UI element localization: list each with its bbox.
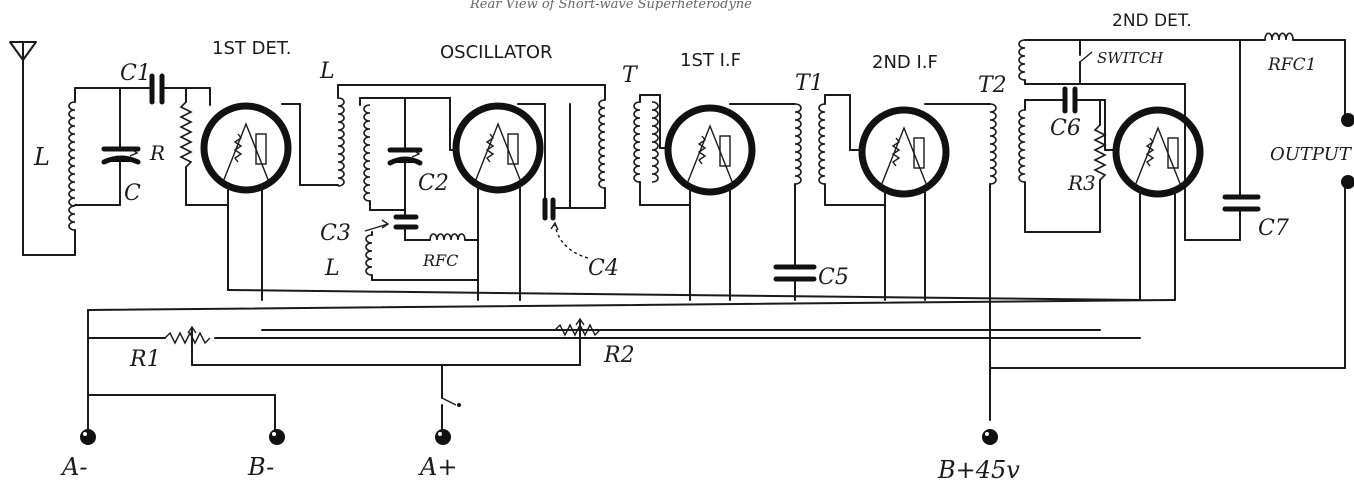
label-output: OUTPUT xyxy=(1270,144,1353,165)
label-b-plus: B+45v xyxy=(937,456,1020,481)
antenna-coil-l xyxy=(68,101,76,231)
label-r2: R2 xyxy=(603,343,635,368)
rf-choke-rfc xyxy=(429,233,466,241)
label-a-plus: A+ xyxy=(418,453,457,481)
terminal-b-minus xyxy=(269,429,285,445)
if-transformer-t1-secondary xyxy=(818,103,826,185)
label-oscillator: OSCILLATOR xyxy=(440,42,553,63)
label-c4: C4 xyxy=(588,256,619,281)
antenna-symbol xyxy=(9,41,37,256)
tube-second-detector xyxy=(1112,106,1204,198)
label-r: R xyxy=(149,141,165,165)
oscillator-tickler-coil-l xyxy=(365,234,373,276)
terminal-a-minus xyxy=(80,429,96,445)
label-r3: R3 xyxy=(1067,171,1096,195)
label-c: C xyxy=(124,181,141,206)
label-rfc1: RFC1 xyxy=(1267,55,1316,75)
oscillator-tuning-capacitor-c2-plate2 xyxy=(387,156,423,166)
oscillator-pickup-coil-l xyxy=(337,97,345,187)
regeneration-switch xyxy=(1079,39,1093,85)
rheostat-r2 xyxy=(554,317,601,366)
tuning-capacitor-c-plate2 xyxy=(101,155,141,165)
label-c1: C1 xyxy=(120,61,151,86)
label-l-tickler: L xyxy=(324,256,340,281)
if-transformer-t-primary xyxy=(633,101,641,183)
rf-choke-rfc1 xyxy=(1264,32,1294,41)
label-first-detector: 1ST DET. xyxy=(212,38,291,59)
output-terminal-2 xyxy=(1341,175,1354,189)
if-transformer-t-secondary xyxy=(651,101,659,183)
oscillator-plate-coil xyxy=(598,99,606,189)
tube-oscillator xyxy=(452,102,544,194)
grid-leak-resistor-r3 xyxy=(1093,124,1107,181)
label-a-minus: A- xyxy=(60,453,87,481)
oscillator-tank-coil xyxy=(363,104,371,202)
label-switch: SWITCH xyxy=(1097,49,1164,67)
label-rfc: RFC xyxy=(422,251,458,270)
terminal-b-plus xyxy=(982,429,998,445)
if-transformer-t1-primary xyxy=(794,103,802,185)
c4-pointer xyxy=(554,224,589,259)
if-transformer-t2-secondary xyxy=(1018,109,1026,183)
label-first-if: 1ST I.F xyxy=(680,50,741,71)
rheostat-r1 xyxy=(87,325,211,366)
label-c5: C5 xyxy=(818,265,849,290)
regeneration-coil xyxy=(1018,39,1026,81)
grid-leak-resistor-r xyxy=(179,101,193,168)
terminal-a-plus xyxy=(435,429,451,445)
label-second-detector: 2ND DET. xyxy=(1112,11,1192,31)
label-c6: C6 xyxy=(1050,116,1081,141)
diagram-caption: Rear View of Short-wave Superheterodyne xyxy=(469,0,752,12)
if-transformer-t2-primary xyxy=(989,103,997,185)
b-plus-bus xyxy=(227,289,1141,301)
label-r1: R1 xyxy=(129,347,161,372)
filament-bus-a xyxy=(87,299,1176,311)
label-t2: T2 xyxy=(978,73,1007,98)
label-l-antenna: L xyxy=(33,143,50,171)
label-t1: T1 xyxy=(795,71,824,96)
label-t: T xyxy=(622,63,639,88)
label-b-minus: B- xyxy=(247,453,274,481)
label-c3: C3 xyxy=(320,221,351,246)
tube-first-detector xyxy=(200,102,292,194)
tube-second-if xyxy=(858,106,950,198)
label-second-if: 2ND I.F xyxy=(872,52,938,73)
filament-switch xyxy=(441,397,461,407)
label-c2: C2 xyxy=(418,171,449,196)
label-c7: C7 xyxy=(1258,216,1289,241)
tube-first-if xyxy=(664,104,756,196)
label-l-oscillator-input: L xyxy=(319,59,335,84)
output-terminal-1 xyxy=(1341,113,1354,127)
